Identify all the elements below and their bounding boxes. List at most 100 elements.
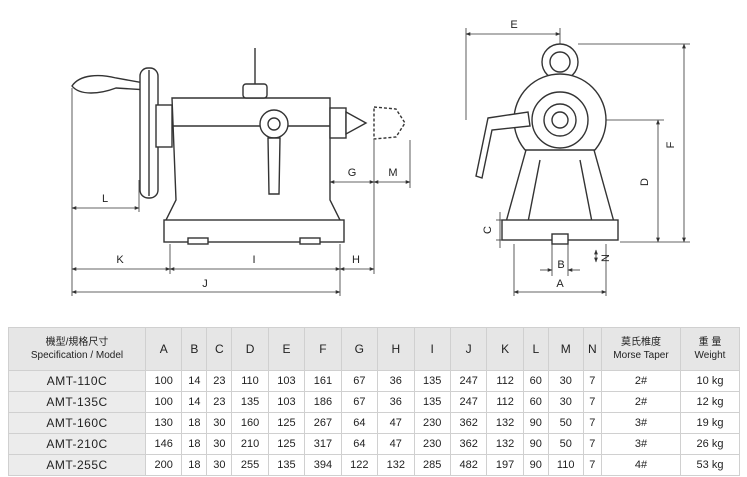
header-col: I bbox=[413, 327, 451, 371]
value-cell: 160 bbox=[231, 412, 269, 434]
wheel-hub bbox=[155, 104, 173, 148]
weight-cell: 19 kg bbox=[680, 412, 740, 434]
side-view bbox=[71, 48, 406, 245]
header-col: D bbox=[231, 327, 269, 371]
value-cell: 7 bbox=[582, 454, 603, 476]
center-point bbox=[345, 110, 368, 136]
value-cell: 230 bbox=[413, 412, 451, 434]
value-cell: 112 bbox=[486, 391, 524, 413]
dim-label-C: C bbox=[482, 226, 494, 234]
value-cell: 30 bbox=[206, 433, 233, 455]
clamp-lever bbox=[267, 137, 281, 195]
value-cell: 103 bbox=[267, 391, 306, 413]
weight-cell: 53 kg bbox=[680, 454, 740, 476]
header-col: G bbox=[340, 327, 379, 371]
value-cell: 18 bbox=[181, 433, 208, 455]
dim-label-M: M bbox=[388, 167, 397, 179]
spec-table: 機型/規格尺寸 Specification / Model A B C D E … bbox=[8, 327, 740, 476]
value-cell: 90 bbox=[522, 433, 549, 455]
value-cell: 30 bbox=[547, 370, 584, 392]
dim-label-A: A bbox=[556, 278, 564, 290]
value-cell: 90 bbox=[522, 412, 549, 434]
header-col: F bbox=[304, 327, 342, 371]
header-col: H bbox=[377, 327, 415, 371]
dim-label-K: K bbox=[116, 254, 124, 266]
value-cell: 100 bbox=[144, 370, 183, 392]
morse-cell: 3# bbox=[601, 433, 681, 455]
value-cell: 247 bbox=[449, 370, 488, 392]
value-cell: 30 bbox=[206, 454, 233, 476]
header-col: A bbox=[144, 327, 183, 371]
value-cell: 255 bbox=[231, 454, 269, 476]
header-weight: 重 量 Weight bbox=[680, 327, 740, 371]
value-cell: 67 bbox=[340, 370, 379, 392]
dim-label-H: H bbox=[352, 254, 360, 266]
value-cell: 112 bbox=[486, 370, 524, 392]
front-view bbox=[475, 43, 619, 245]
header-col: J bbox=[449, 327, 488, 371]
dim-label-E: E bbox=[510, 19, 517, 31]
value-cell: 30 bbox=[547, 391, 584, 413]
value-cell: 23 bbox=[206, 370, 233, 392]
value-cell: 394 bbox=[304, 454, 342, 476]
weight-cell: 12 kg bbox=[680, 391, 740, 413]
value-cell: 103 bbox=[267, 370, 306, 392]
dim-label-G: G bbox=[348, 167, 357, 179]
value-cell: 122 bbox=[340, 454, 379, 476]
value-cell: 67 bbox=[340, 391, 379, 413]
value-cell: 285 bbox=[413, 454, 451, 476]
value-cell: 36 bbox=[377, 370, 415, 392]
value-cell: 47 bbox=[377, 433, 415, 455]
value-cell: 482 bbox=[449, 454, 488, 476]
dim-label-J: J bbox=[202, 278, 208, 290]
value-cell: 64 bbox=[340, 433, 379, 455]
value-cell: 135 bbox=[413, 391, 451, 413]
weight-cell: 10 kg bbox=[680, 370, 740, 392]
model-cell: AMT-255C bbox=[8, 454, 146, 476]
weight-cell: 26 kg bbox=[680, 433, 740, 455]
value-cell: 110 bbox=[231, 370, 269, 392]
technical-drawing: L K I H J G M bbox=[71, 19, 690, 296]
crank-handle bbox=[71, 74, 151, 94]
header-col: C bbox=[206, 327, 233, 371]
value-cell: 210 bbox=[231, 433, 269, 455]
model-cell: AMT-110C bbox=[8, 370, 146, 392]
value-cell: 7 bbox=[582, 370, 603, 392]
header-col: E bbox=[267, 327, 306, 371]
value-cell: 186 bbox=[304, 391, 342, 413]
morse-cell: 2# bbox=[601, 391, 681, 413]
value-cell: 132 bbox=[486, 433, 524, 455]
value-cell: 14 bbox=[181, 370, 208, 392]
value-cell: 47 bbox=[377, 412, 415, 434]
value-cell: 7 bbox=[582, 391, 603, 413]
morse-cell: 3# bbox=[601, 412, 681, 434]
table-header-row: 機型/規格尺寸 Specification / Model A B C D E … bbox=[8, 327, 740, 371]
morse-cell: 2# bbox=[601, 370, 681, 392]
dim-label-L: L bbox=[102, 193, 108, 205]
header-morse: 莫氏椎度 Morse Taper bbox=[601, 327, 681, 371]
value-cell: 100 bbox=[144, 391, 183, 413]
header-col: M bbox=[547, 327, 584, 371]
model-cell: AMT-160C bbox=[8, 412, 146, 434]
value-cell: 132 bbox=[486, 412, 524, 434]
model-cell: AMT-210C bbox=[8, 433, 146, 455]
value-cell: 200 bbox=[144, 454, 183, 476]
value-cell: 247 bbox=[449, 391, 488, 413]
value-cell: 135 bbox=[231, 391, 269, 413]
header-col: B bbox=[181, 327, 208, 371]
header-model: 機型/規格尺寸 Specification / Model bbox=[8, 327, 146, 371]
value-cell: 197 bbox=[486, 454, 524, 476]
value-cell: 135 bbox=[413, 370, 451, 392]
value-cell: 132 bbox=[377, 454, 415, 476]
dim-label-D: D bbox=[639, 178, 651, 186]
value-cell: 60 bbox=[522, 391, 549, 413]
header-col: L bbox=[522, 327, 549, 371]
value-cell: 64 bbox=[340, 412, 379, 434]
value-cell: 161 bbox=[304, 370, 342, 392]
value-cell: 110 bbox=[547, 454, 584, 476]
